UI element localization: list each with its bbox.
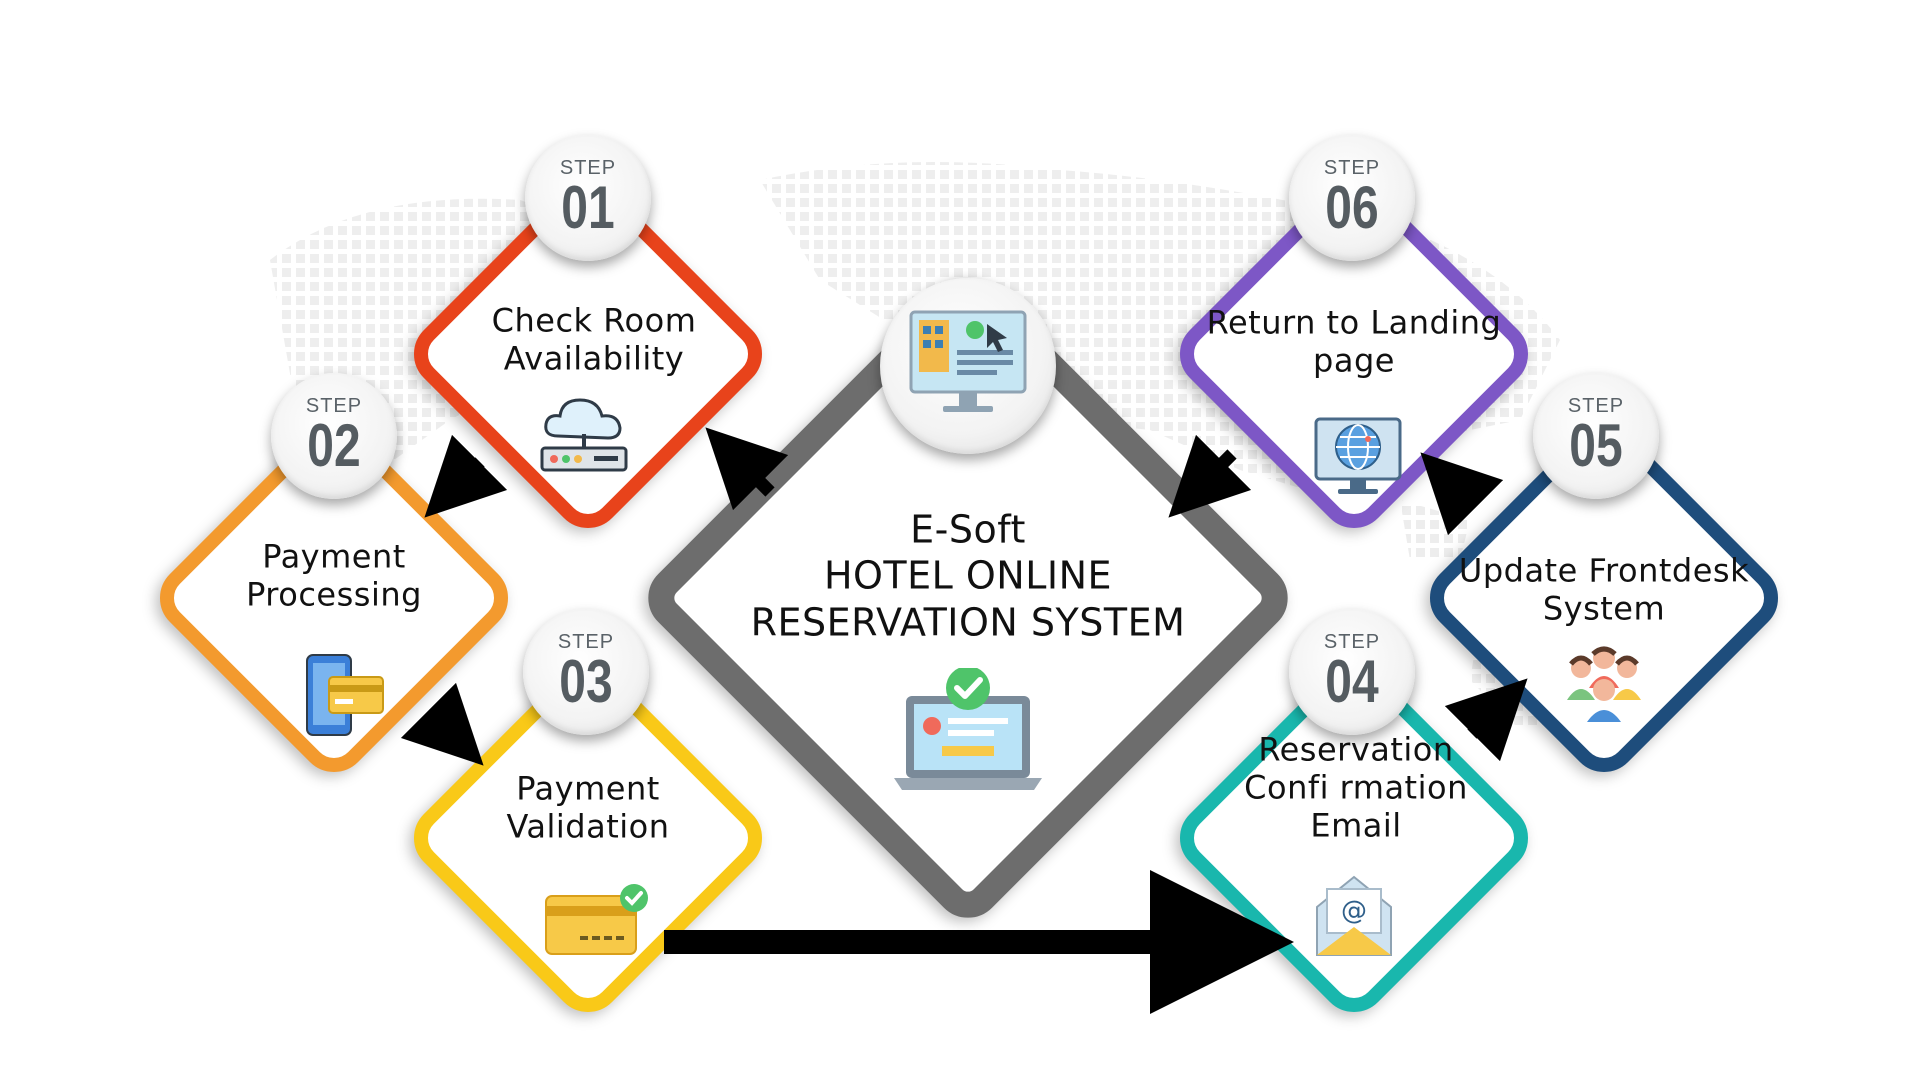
arrow-step02-to-step03: [400, 682, 484, 766]
step-02-label: Payment Processing: [246, 537, 422, 614]
step-03-label-line1: Payment: [516, 769, 660, 808]
step-05-label-line1: Update Frontdesk: [1458, 551, 1750, 590]
step-02-label-line2: Processing: [246, 575, 422, 613]
step-02-badge-number: 02: [307, 412, 361, 479]
email-envelope-icon: @: [1316, 875, 1392, 956]
globe-monitor-icon: [1314, 417, 1402, 494]
step-02-badge: STEP 02: [271, 373, 397, 499]
step-02-label-line1: Payment: [262, 537, 406, 576]
step-06-label-line2: page: [1313, 341, 1395, 379]
monitor-dashboard-icon: [909, 310, 1027, 412]
center-title-line1: E-Soft: [910, 507, 1026, 552]
step-01-label: Check Room Availability: [491, 301, 697, 378]
step-05-badge-number: 05: [1569, 412, 1623, 479]
step-01-label-line2: Availability: [503, 339, 685, 377]
step-06-badge-word: STEP: [1323, 157, 1381, 179]
step-05-badge: STEP 05: [1533, 373, 1659, 499]
arrow-step06-to-center: [1168, 434, 1252, 518]
step-02-badge-word: STEP: [305, 395, 363, 417]
step-05-label: Update Frontdesk System: [1458, 551, 1750, 628]
arrow-step04-to-step05: [1444, 678, 1528, 762]
step-06-badge: STEP 06: [1289, 135, 1415, 261]
step-01-badge: STEP 01: [525, 135, 651, 261]
step-03-badge: STEP 03: [523, 609, 649, 735]
mobile-payment-icon: [306, 654, 384, 736]
center-title: E-Soft HOTEL ONLINE RESERVATION SYSTEM: [751, 506, 1186, 645]
laptop-check-icon: [894, 668, 1042, 790]
step-06-label-line1: Return to Landing: [1206, 303, 1502, 342]
step-06-label: Return to Landing page: [1206, 303, 1502, 380]
step-04-badge-word: STEP: [1323, 631, 1381, 653]
step-03-badge-word: STEP: [557, 631, 615, 653]
step-03-label-line2: Validation: [506, 807, 670, 845]
step-03-label: Payment Validation: [506, 769, 670, 846]
step-04-badge: STEP 04: [1289, 609, 1415, 735]
people-group-icon: [1567, 646, 1641, 722]
center-title-line3: RESERVATION SYSTEM: [750, 600, 1186, 645]
step-01-badge-word: STEP: [559, 157, 617, 179]
step-04-label-line3: Email: [1310, 805, 1402, 844]
step-05-label-line2: System: [1542, 589, 1666, 627]
arrow-center-to-step01: [705, 427, 789, 511]
step-04-label: Reservation Confi rmation Email: [1244, 731, 1468, 844]
step-01-badge-number: 01: [561, 174, 615, 241]
step-04-label-line1: Reservation: [1258, 730, 1454, 769]
step-04-label-line2: Confi rmation: [1244, 768, 1468, 807]
step-06-badge-number: 06: [1325, 174, 1379, 241]
step-03-badge-number: 03: [559, 648, 613, 715]
step-05-badge-word: STEP: [1567, 395, 1625, 417]
credit-card-check-icon: [545, 884, 648, 955]
center-badge: [880, 278, 1056, 454]
arrow-step01-to-step02: [424, 434, 508, 518]
arrow-step05-to-step06: [1420, 452, 1504, 536]
cloud-server-icon: [540, 398, 628, 472]
step-04-badge-number: 04: [1325, 648, 1379, 715]
svg-text:@: @: [1341, 896, 1367, 926]
center-title-line2: HOTEL ONLINE: [823, 553, 1113, 598]
step-01-label-line1: Check Room: [491, 301, 697, 340]
